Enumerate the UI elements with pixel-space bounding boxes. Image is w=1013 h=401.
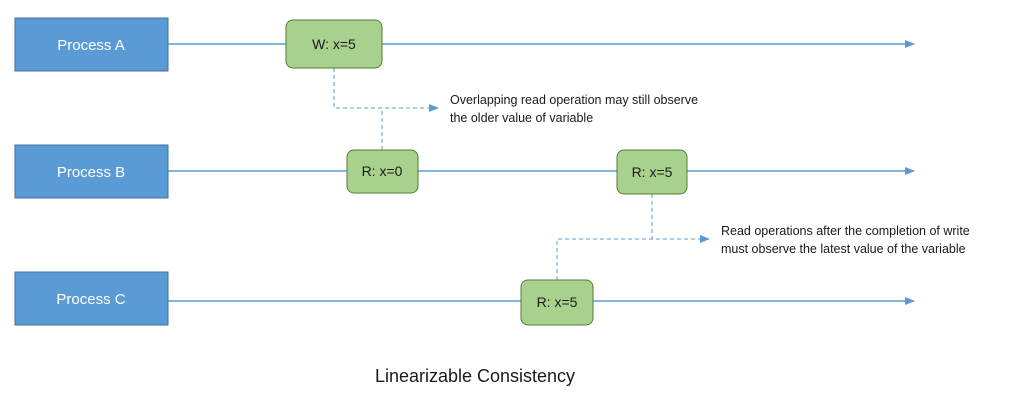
dashed-connector-write	[333, 68, 439, 112]
process-c-label: Process C	[56, 291, 125, 308]
op-read-b-2-label: R: x=5	[632, 164, 673, 180]
note-1-line-1: Overlapping read operation may still obs…	[450, 93, 698, 107]
note-overlapping-read: Overlapping read operation may still obs…	[450, 93, 698, 125]
note-2-line-2: must observe the latest value of the var…	[721, 242, 966, 256]
process-a-label: Process A	[57, 37, 125, 54]
process-a-box: Process A	[14, 17, 169, 72]
process-c-box: Process C	[14, 271, 169, 326]
process-b-label: Process B	[57, 164, 125, 181]
process-b-box: Process B	[14, 144, 169, 199]
note-1-line-2: the older value of variable	[450, 111, 593, 125]
op-read-b-2: R: x=5	[616, 149, 688, 195]
note-read-after-write: Read operations after the completion of …	[721, 224, 970, 256]
diagram-title: Linearizable Consistency	[375, 366, 575, 386]
dashed-connector-read-b2	[651, 194, 710, 243]
op-write-a: W: x=5	[285, 19, 383, 69]
op-read-b-1-label: R: x=0	[362, 163, 403, 179]
note-2-line-1: Read operations after the completion of …	[721, 224, 970, 238]
op-read-b-1: R: x=0	[346, 149, 419, 194]
dashed-connector-read-c	[556, 238, 652, 280]
op-read-c: R: x=5	[520, 279, 594, 326]
op-read-c-label: R: x=5	[537, 294, 578, 310]
op-write-a-label: W: x=5	[312, 36, 356, 52]
